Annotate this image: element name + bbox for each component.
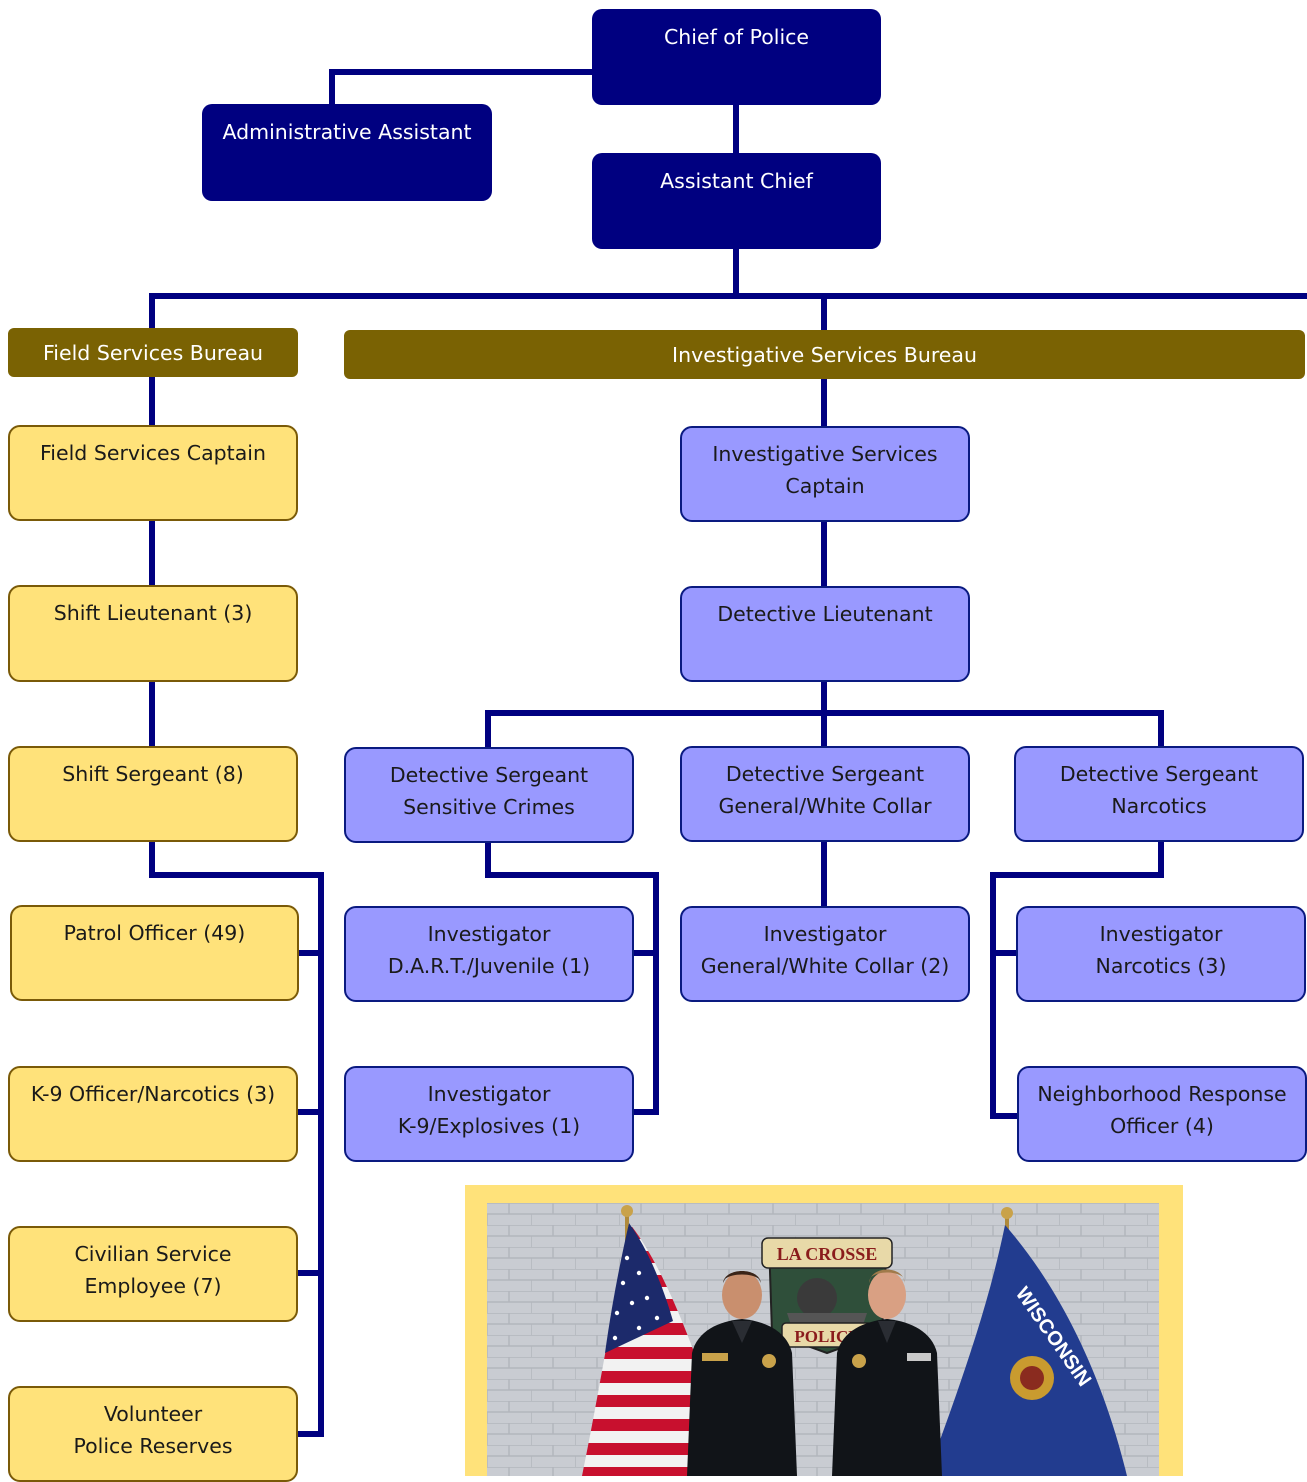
investigator-dart-box: Investigator D.A.R.T./Juvenile (1) xyxy=(344,906,634,1002)
k9-officer-label: K-9 Officer/Narcotics (3) xyxy=(30,1082,276,1106)
volunteer-police-reserves-box: Volunteer Police Reserves xyxy=(8,1386,298,1482)
neighborhood-response-officer-box: Neighborhood Response Officer (4) xyxy=(1017,1066,1307,1162)
sgt-general-label-line2: General/White Collar xyxy=(718,794,932,818)
chief-of-police-label: Chief of Police xyxy=(663,25,810,49)
officers-photo: WISCONSIN LA CROSSE POLICE xyxy=(487,1203,1159,1476)
connector-sergeant-bar xyxy=(485,710,1164,751)
shift-sergeant-box: Shift Sergeant (8) xyxy=(8,746,298,842)
detective-lieutenant-label: Detective Lieutenant xyxy=(717,602,933,626)
shift-lieutenant-box: Shift Lieutenant (3) xyxy=(8,585,298,682)
detective-sergeant-sensitive-box: Detective Sergeant Sensitive Crimes xyxy=(344,747,634,843)
detective-lieutenant-box: Detective Lieutenant xyxy=(680,586,970,682)
patrol-officer-box: Patrol Officer (49) xyxy=(10,905,299,1001)
inv-k9-label-line1: Investigator xyxy=(427,1082,551,1106)
investigative-services-bureau-bar: Investigative Services Bureau xyxy=(344,330,1305,379)
inv-general-label-line2: General/White Collar (2) xyxy=(700,954,950,978)
chief-of-police-box: Chief of Police xyxy=(592,9,881,105)
sgt-sensitive-label-line1: Detective Sergeant xyxy=(389,763,589,787)
inv-dart-label-line2: D.A.R.T./Juvenile (1) xyxy=(387,954,591,978)
la-crosse-police-emblem: LA CROSSE POLICE xyxy=(761,1237,893,1355)
neighborhood-label-line1: Neighborhood Response xyxy=(1037,1082,1287,1106)
sgt-sensitive-label-line2: Sensitive Crimes xyxy=(403,795,575,819)
civilian-service-label-line2: Employee (7) xyxy=(84,1274,222,1298)
connector-sensitive-rail xyxy=(485,839,659,1115)
neighborhood-label-line2: Officer (4) xyxy=(1110,1114,1214,1138)
shift-lieutenant-label: Shift Lieutenant (3) xyxy=(53,601,253,625)
sgt-narcotics-label-line2: Narcotics xyxy=(1111,794,1207,818)
officer-right xyxy=(832,1269,942,1476)
connector-chief-admin xyxy=(329,69,595,107)
sgt-narcotics-label-line1: Detective Sergeant xyxy=(1059,762,1259,786)
assistant-chief-label: Assistant Chief xyxy=(660,169,813,193)
field-services-bureau-bar: Field Services Bureau xyxy=(8,328,298,377)
investigator-general-box: Investigator General/White Collar (2) xyxy=(680,906,970,1002)
investigative-captain-label-line2: Captain xyxy=(785,474,865,498)
investigative-captain-label-line1: Investigative Services xyxy=(712,442,938,466)
investigative-services-bureau-label: Investigative Services Bureau xyxy=(672,342,977,367)
officer-left xyxy=(687,1271,797,1476)
administrative-assistant-box: Administrative Assistant xyxy=(202,104,492,201)
inv-general-label-line1: Investigator xyxy=(763,922,887,946)
detective-sergeant-general-box: Detective Sergeant General/White Collar xyxy=(680,746,970,842)
field-services-captain-box: Field Services Captain xyxy=(8,425,298,521)
inv-narcotics-label-line1: Investigator xyxy=(1099,922,1223,946)
connector-narcotics-rail xyxy=(990,839,1164,1119)
assistant-chief-box: Assistant Chief xyxy=(592,153,881,249)
field-services-bureau-label: Field Services Bureau xyxy=(43,340,263,365)
field-services-captain-label: Field Services Captain xyxy=(40,441,266,465)
sgt-general-label-line1: Detective Sergeant xyxy=(725,762,925,786)
shift-sergeant-label: Shift Sergeant (8) xyxy=(62,762,244,786)
wisconsin-flag xyxy=(927,1225,1127,1476)
inv-k9-label-line2: K-9/Explosives (1) xyxy=(397,1114,581,1138)
connector-sergeant-rail xyxy=(149,838,324,1437)
civilian-service-employee-box: Civilian Service Employee (7) xyxy=(8,1226,298,1322)
investigator-k9-box: Investigator K-9/Explosives (1) xyxy=(344,1066,634,1162)
volunteer-reserves-label-line1: Volunteer xyxy=(103,1402,203,1426)
civilian-service-label-line1: Civilian Service xyxy=(74,1242,232,1266)
detective-sergeant-narcotics-box: Detective Sergeant Narcotics xyxy=(1014,746,1304,842)
emblem-text-top: LA CROSSE xyxy=(777,1244,878,1264)
investigator-narcotics-box: Investigator Narcotics (3) xyxy=(1016,906,1306,1002)
administrative-assistant-label: Administrative Assistant xyxy=(222,120,472,144)
investigative-services-captain-box: Investigative Services Captain xyxy=(680,426,970,522)
patrol-officer-label: Patrol Officer (49) xyxy=(63,921,246,945)
k9-officer-box: K-9 Officer/Narcotics (3) xyxy=(8,1066,298,1162)
inv-narcotics-label-line2: Narcotics (3) xyxy=(1095,954,1227,978)
volunteer-reserves-label-line2: Police Reserves xyxy=(73,1434,233,1458)
inv-dart-label-line1: Investigator xyxy=(427,922,551,946)
